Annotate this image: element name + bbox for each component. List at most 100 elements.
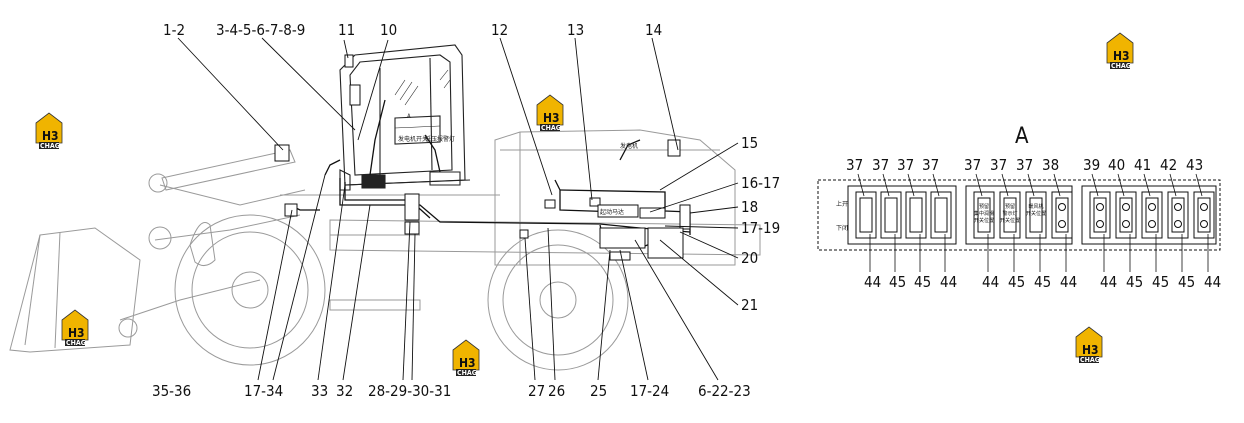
panel-leader-top xyxy=(1027,173,1035,197)
rocker-face xyxy=(884,197,898,233)
switch-label: 开关位置 xyxy=(974,217,994,224)
switch-symbol-icon xyxy=(1174,203,1182,211)
callout-32: 32 xyxy=(336,382,353,400)
callout-17-19: 17-19 xyxy=(741,219,780,237)
callout-25: 25 xyxy=(590,382,607,400)
panel-leader-top xyxy=(882,173,890,197)
switch-symbol-icon xyxy=(1122,203,1130,211)
panel-bottom-3: 45 xyxy=(914,273,931,291)
logo-letters: H3 xyxy=(68,326,85,340)
wiring-harness xyxy=(289,99,691,249)
callout-13: 13 xyxy=(567,21,584,39)
panel-bottom-2: 45 xyxy=(889,273,906,291)
logo-brand: CHAG xyxy=(1111,62,1131,70)
logo-brand: CHAG xyxy=(541,124,561,132)
switch-symbol-icon xyxy=(1148,203,1156,211)
panel-bottom-5: 44 xyxy=(982,273,999,291)
logo-letters: H3 xyxy=(1082,343,1099,357)
logo-brand: CHAG xyxy=(40,142,60,150)
panel-label-down-close: 下闭 xyxy=(836,224,848,232)
callout-12: 12 xyxy=(491,21,508,39)
body-label-generator: 发电机 xyxy=(620,142,638,150)
switch-symbol-icon xyxy=(1096,220,1104,228)
watermark-logo: H3 CHAG xyxy=(536,94,564,132)
callout-10: 10 xyxy=(380,21,397,39)
panel-leader-top xyxy=(907,173,915,197)
callout-11: 11 xyxy=(338,21,355,39)
panel-top-9: 39 xyxy=(1083,156,1100,174)
callout-26: 26 xyxy=(548,382,565,400)
logo-letters: H3 xyxy=(42,129,59,143)
panel-bottom-4: 44 xyxy=(940,273,957,291)
panel-leader-top xyxy=(975,173,983,197)
panel-title: A xyxy=(1015,124,1029,149)
panel-top-5: 37 xyxy=(964,156,981,174)
switch-symbol-icon xyxy=(1200,203,1208,211)
panel-bottom-13: 44 xyxy=(1204,273,1221,291)
panel-leader-top xyxy=(1091,173,1099,197)
panel-leader-top xyxy=(932,173,940,197)
switch-symbol-icon xyxy=(1096,203,1104,211)
callout-16-17: 16-17 xyxy=(741,174,780,192)
callout-21: 21 xyxy=(741,296,758,314)
logo-letters: H3 xyxy=(543,111,560,125)
switch-symbol-icon xyxy=(1148,220,1156,228)
callouts: 1-2 3-4-5-6-7-8-9 11 10 12 13 14 15 16-1… xyxy=(152,21,780,400)
components xyxy=(274,54,691,261)
callout-1-2: 1-2 xyxy=(163,21,185,39)
panel-top-numbers: 37 37 37 37 37 37 37 38 39 40 41 42 43 xyxy=(846,156,1203,174)
panel-leader-top xyxy=(1117,173,1125,197)
panel-top-8: 38 xyxy=(1042,156,1059,174)
logo-letters: H3 xyxy=(1113,49,1130,63)
watermark-logo: H3 CHAG xyxy=(35,112,63,150)
switch-symbol-icon xyxy=(1122,220,1130,228)
panel-bottom-7: 45 xyxy=(1034,273,1051,291)
logo-brand: CHAG xyxy=(66,339,86,347)
leader-lines xyxy=(177,37,739,381)
watermark-logo: H3 CHAG xyxy=(452,339,480,377)
rocker-face xyxy=(977,197,991,233)
panel-top-11: 41 xyxy=(1134,156,1151,174)
logo-brand: CHAG xyxy=(457,369,477,377)
switch-label: 暖风机 xyxy=(1028,203,1043,210)
logo-letters: H3 xyxy=(459,356,476,370)
panel-leader-top xyxy=(1195,173,1203,197)
callout-14: 14 xyxy=(645,21,662,39)
panel-top-6: 37 xyxy=(990,156,1007,174)
panel-bottom-8: 44 xyxy=(1060,273,1077,291)
callout-28-31: 28-29-30-31 xyxy=(368,382,451,400)
switch-label: 集中润滑 xyxy=(974,210,994,217)
panel-bottom-12: 45 xyxy=(1178,273,1195,291)
loader-outline xyxy=(9,129,761,371)
panel-leader-top xyxy=(1001,173,1009,197)
panel-leaders xyxy=(857,173,1209,272)
panel-bottom-1: 44 xyxy=(864,273,881,291)
panel-top-10: 40 xyxy=(1108,156,1125,174)
logo-brand: CHAG xyxy=(1080,356,1100,364)
callout-20: 20 xyxy=(741,249,758,267)
callout-27: 27 xyxy=(528,382,545,400)
panel-top-1: 37 xyxy=(846,156,863,174)
switch-label: 开关位置 xyxy=(1000,217,1020,224)
panel-label-up-open: 上开 xyxy=(836,200,848,208)
panel-bottom-6: 45 xyxy=(1008,273,1025,291)
rocker-face xyxy=(1003,197,1017,233)
watermark-logo: H3 CHAG xyxy=(1075,326,1103,364)
panel-leader-top xyxy=(1169,173,1177,197)
switch-symbol-icon xyxy=(1058,203,1066,211)
cab-label-a: A xyxy=(407,113,411,120)
cab-label-low-pressure-lamp: 低压报警灯 xyxy=(425,135,455,143)
rocker-face xyxy=(1029,197,1043,233)
switch-label: 开关位置 xyxy=(1026,210,1046,217)
switch-symbol-icon xyxy=(1058,220,1066,228)
callout-15: 15 xyxy=(741,134,758,152)
callout-18: 18 xyxy=(741,198,758,216)
panel-top-12: 42 xyxy=(1160,156,1177,174)
rocker-face xyxy=(909,197,923,233)
callout-35-36: 35-36 xyxy=(152,382,191,400)
panel-top-4: 37 xyxy=(922,156,939,174)
panel-bottom-11: 45 xyxy=(1152,273,1169,291)
panel-top-13: 43 xyxy=(1186,156,1203,174)
panel-leader-top xyxy=(1143,173,1151,197)
